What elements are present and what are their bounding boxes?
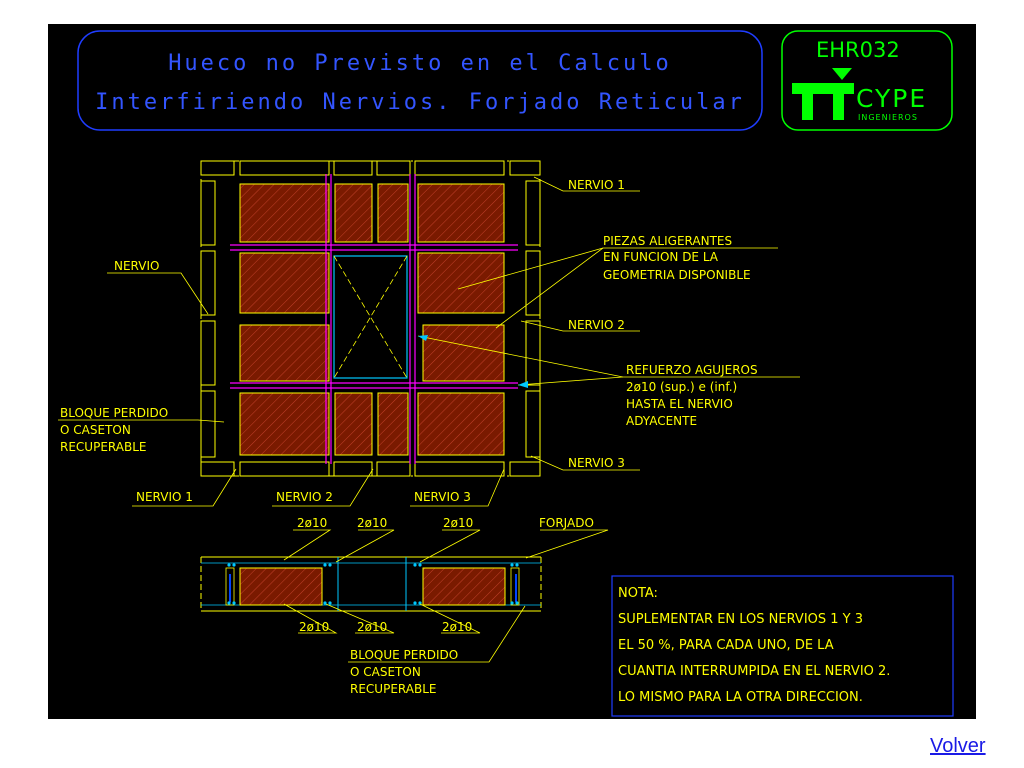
section-label-bloque-1: BLOQUE PERDIDO [350,648,458,662]
section-block-left [239,567,323,606]
lightening-blocks [239,183,505,456]
opening-outline [333,255,408,379]
section-label-bot-2: 2ø10 [357,620,387,634]
leader-bloque [58,419,225,423]
section-block-right [422,567,506,606]
label-nervio-1: NERVIO 1 [568,178,625,192]
title-line-2: Interfiriendo Nervios. Forjado Reticular [95,90,745,115]
section-edge-block [510,567,520,606]
plan-view: NERVIO 1 NERVIO PIEZAS ALIGERANTES EN FU… [58,160,800,507]
opening-diagonal [333,255,408,379]
leader-nervio-3 [530,455,640,471]
logo-brand: CYPE [856,84,927,113]
leader-nervio-1-bottom [132,468,237,507]
leader-piezas-b [495,247,604,329]
logo-frame [781,30,953,131]
section-view: 2ø10 2ø10 2ø10 FORJADO 2ø10 2ø10 2ø10 BL… [200,516,609,696]
leader-refuerzo-b [517,376,624,386]
leader-refuerzo-a [417,335,624,378]
leader-nervio-2-bottom [272,468,374,507]
section-label-bot-3: 2ø10 [442,620,472,634]
label-nervio-3-bottom: NERVIO 3 [414,490,471,504]
section-label-bot-1: 2ø10 [299,620,329,634]
note-line-1: SUPLEMENTAR EN LOS NERVIOS 1 Y 3 [618,612,863,627]
note-heading: NOTA: [618,586,658,601]
label-nervio-2-bottom: NERVIO 2 [276,490,333,504]
section-leaders [283,529,609,663]
label-piezas-3: GEOMETRIA DISPONIBLE [603,268,751,282]
label-refuerzo-3: HASTA EL NERVIO [626,397,733,411]
note-line-3: CUANTIA INTERRUMPIDA EN EL NERVIO 2. [618,664,890,679]
label-refuerzo-2: 2ø10 (sup.) e (inf.) [626,380,737,394]
label-bloque-1: BLOQUE PERDIDO [60,406,168,420]
leader-nervio-1 [533,176,640,192]
leader-nervio-2 [520,320,640,332]
note-frame [611,575,954,717]
section-label-forjado: FORJADO [539,516,594,530]
label-refuerzo-1: REFUERZO AGUJEROS [626,363,758,377]
cype-logo: EHR032 CYPE INGENIEROS [781,30,953,131]
label-bloque-2: O CASETON [60,423,131,437]
label-nervio-1-bottom: NERVIO 1 [136,490,193,504]
logo-triangle-icon [832,68,852,80]
leader-nervio-3-bottom [410,468,505,507]
logo-code: EHR032 [816,38,900,62]
note-line-4: LO MISMO PARA LA OTRA DIRECCION. [618,690,863,705]
section-edge-block [225,567,235,606]
label-piezas-2: EN FUNCION DE LA [603,250,719,264]
section-label-top-3: 2ø10 [443,516,473,530]
back-link[interactable]: Volver [930,735,986,757]
leader-nervio [107,272,209,315]
logo-mark-icon [792,83,854,120]
opening [333,255,408,379]
opening-diagonal [333,255,408,379]
section-label-bloque-3: RECUPERABLE [350,682,436,696]
title-line-1: Hueco no Previsto en el Calculo [168,51,672,76]
arrowhead-icon [518,381,528,388]
label-refuerzo-4: ADYACENTE [626,414,697,428]
label-nervio-2: NERVIO 2 [568,318,625,332]
label-piezas-1: PIEZAS ALIGERANTES [603,234,732,248]
label-nervio-3: NERVIO 3 [568,456,625,470]
section-label-top-1: 2ø10 [297,516,327,530]
section-label-bloque-2: O CASETON [350,665,421,679]
note-box: NOTA: SUPLEMENTAR EN LOS NERVIOS 1 Y 3 E… [611,575,954,717]
label-nervio: NERVIO [114,259,159,273]
title-block: Hueco no Previsto en el Calculo Interfir… [77,30,763,131]
title-frame [77,30,763,131]
note-line-2: EL 50 %, PARA CADA UNO, DE LA [618,638,834,653]
label-bloque-3: RECUPERABLE [60,440,146,454]
logo-sub: INGENIEROS [858,113,918,122]
edge-blocks [200,160,541,477]
section-label-top-2: 2ø10 [357,516,387,530]
leader-piezas-a [457,247,604,290]
rebars [230,174,518,464]
arrowhead-icon [418,335,428,341]
cad-drawing-area: Hueco no Previsto en el Calculo Interfir… [48,24,976,719]
section-rebar-dots [227,563,519,605]
plan-leaders [58,176,800,507]
cad-drawing: Hueco no Previsto en el Calculo Interfir… [58,30,954,717]
